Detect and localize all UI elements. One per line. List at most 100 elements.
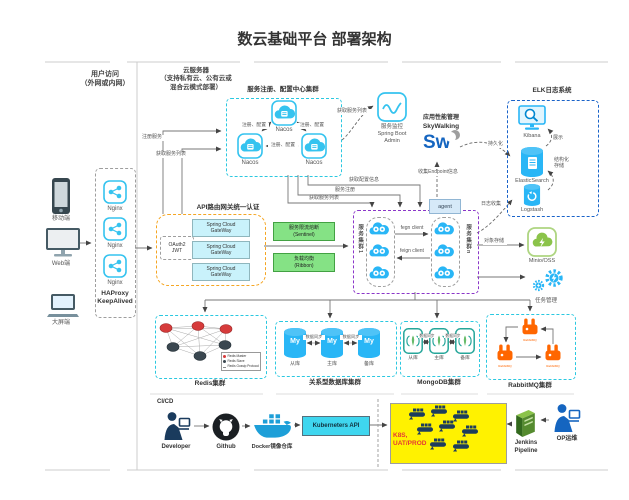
service-group-1-box (366, 217, 395, 287)
container-whale-icon (452, 440, 470, 452)
spring-cloud-gateway-box: Spring Cloud GateWay (192, 219, 250, 237)
redis-legend-label: Redis Slave (227, 359, 245, 364)
docker-icon (252, 412, 292, 440)
get-config-label: 获取配置信息 (348, 177, 388, 184)
microservice-icon (433, 265, 455, 279)
redis-legend-master: Redis Master (223, 354, 259, 359)
mongo-node-label: 主库 (434, 356, 444, 361)
logstash-label: Logstash (520, 207, 544, 213)
ops-label: OP运维 (556, 436, 578, 442)
elk-store-label: 结构化 存储 (553, 157, 575, 170)
mobile-device-label: 移动端 (51, 216, 70, 222)
nacos-edge-label: 注册、配置 (297, 123, 327, 129)
get-list-label: 获取服务列表 (308, 195, 346, 202)
kibana-label: Kibana (523, 133, 541, 139)
nacos-cluster-box (226, 98, 342, 177)
redis-master-dot (223, 355, 226, 359)
loadbalancer-group-box (95, 168, 136, 318)
log-collect-label: 日志收集 (480, 201, 506, 208)
logstash-icon (519, 184, 545, 206)
nacos-cluster-title: 服务注册、配置中心集群 (247, 86, 319, 93)
page-title: 数云基础平台 部署架构 (237, 31, 392, 48)
nginx-label: Nginx (107, 243, 123, 249)
nacos-icon (271, 100, 297, 126)
mongodb-icon (455, 328, 475, 354)
service-cluster-n-label: 服务集群n (465, 224, 472, 255)
developer-label: Developer (161, 444, 191, 450)
gateway-box (156, 214, 266, 286)
service-cluster-1-label: 服务集群1 (357, 224, 364, 255)
docker-registry-label: Docker镜像仓库 (251, 444, 293, 450)
microservice-icon (368, 265, 390, 279)
developer-icon (160, 410, 192, 442)
data-sync-label: 数据同步 (444, 334, 462, 339)
container-whale-icon (408, 408, 426, 420)
redis-gossip-line (223, 365, 226, 368)
bigscreen-device-label: 大屏端 (51, 320, 70, 326)
nginx-label: Nginx (107, 206, 123, 212)
mysql-cluster-label: 关系型数据库集群 (309, 379, 361, 386)
redis-legend-label: Redis Master (227, 354, 247, 358)
redis-cluster-label: Redis集群 (194, 380, 226, 387)
minio-icon (527, 227, 557, 257)
redis-legend: Redis Master Redis Slave Redis Gossip Pr… (221, 352, 261, 372)
lane-user-access: 用户访问 （外网或内网） (80, 71, 130, 88)
spring-cloud-gateway-box: Spring Cloud GateWay (192, 241, 250, 259)
mysql-node-label: 备库 (363, 361, 374, 367)
mysql-brand: My (327, 338, 337, 345)
nginx-icon (103, 180, 127, 204)
redis-legend-gossip: Redis Gossip Protocol (223, 364, 259, 369)
nacos-node-label: Nacos (305, 160, 323, 166)
k8s-env-label: K8S, UAT/PROD (393, 432, 427, 448)
container-whale-icon (430, 405, 448, 417)
github-label: Github (216, 444, 236, 450)
cicd-title: CI/CD (157, 399, 174, 405)
redis-legend-label: Redis Gossip Protocol (227, 364, 259, 369)
feign-client-label: feign client (395, 248, 429, 255)
jenkins-icon (512, 409, 539, 438)
agent-box: agent (429, 199, 461, 214)
rabbitmq-brand: RabbitMQ (523, 338, 537, 342)
container-whale-icon (438, 420, 456, 432)
nginx-icon (103, 217, 127, 241)
collect-endpoint-label: 收集Endpoint信息 (408, 169, 468, 176)
rabbitmq-cluster-label: RabbitMQ集群 (508, 382, 552, 389)
task-manager-icon (532, 269, 563, 292)
nacos-edge-label: 注册、配置 (239, 123, 269, 129)
mongo-cluster-label: MongoDB集群 (417, 379, 461, 386)
haproxy-label: HAProxy KeepAlived (97, 290, 133, 306)
nacos-node-label: Nacos (275, 127, 293, 133)
nginx-icon (103, 254, 127, 278)
spring-boot-admin-caption: 服务监控 Spring Boot Admin (377, 124, 407, 145)
ribbon-box: 负载均衡 (Ribbon) (273, 253, 335, 272)
kubernetes-api-box: Kuberneters API (302, 416, 370, 436)
gateway-title: API路由网关统一认证 (196, 204, 260, 211)
spring-cloud-gateway-box: Spring Cloud GateWay (192, 263, 250, 281)
data-sync-label: 数据同步 (340, 334, 362, 340)
redis-cluster-box (155, 315, 267, 379)
elk-box (507, 100, 599, 217)
rabbitmq-brand: RabbitMQ (546, 364, 560, 368)
get-service-list-label: 获取服务列表 (155, 151, 191, 158)
mongo-node-label: 从库 (408, 356, 418, 361)
admin-get-list-label: 获取服务列表 (336, 108, 372, 115)
feign-client-label: fegn client (395, 225, 429, 232)
mysql-node-label: 从库 (289, 361, 300, 367)
container-whale-icon (461, 425, 479, 437)
github-icon (212, 413, 240, 441)
oauth-jwt-box: OAuth2 JWT (160, 236, 194, 260)
rabbitmq-brand: RabbitMQ (498, 364, 512, 368)
mongodb-icon (403, 328, 423, 354)
nacos-node-label: Nacos (241, 160, 259, 166)
redis-slave-dot (223, 360, 226, 364)
minio-label: Minio/OSS (528, 258, 556, 264)
elasticsearch-label: ElasticSearch (515, 178, 549, 184)
mysql-brand: My (364, 338, 374, 345)
connectors-dashed (261, 105, 554, 468)
nacos-edge-label: 注册、配置 (268, 143, 298, 149)
rabbitmq-cluster-box (486, 314, 576, 380)
skywalking-logo: Sw (423, 132, 451, 153)
bigscreen-device-icon (47, 294, 79, 318)
